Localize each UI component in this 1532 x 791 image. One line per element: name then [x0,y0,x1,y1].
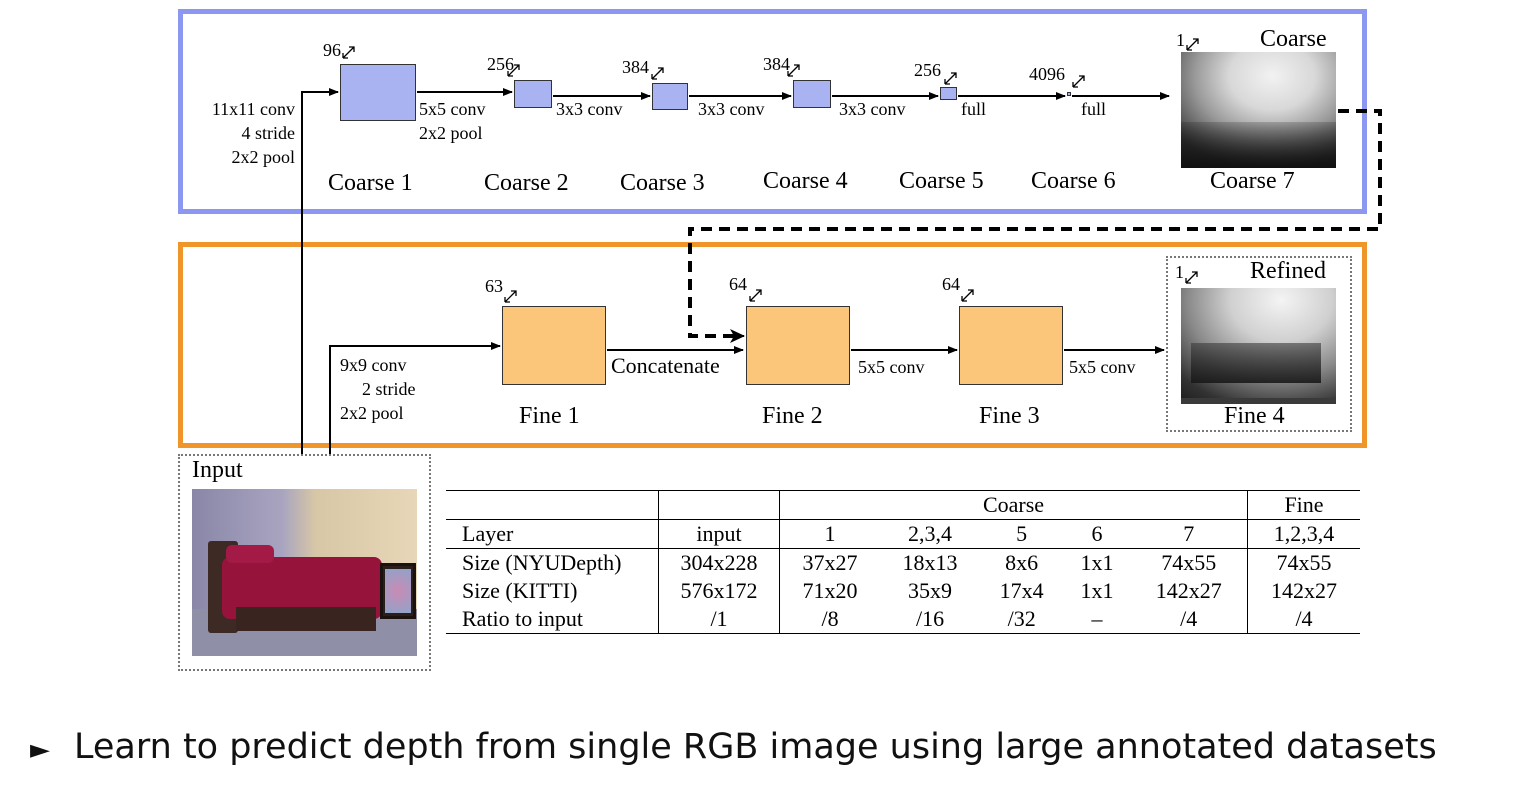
table-cell: /32 [979,605,1064,634]
fine-3-box [959,306,1063,385]
table-header-cell: 2,3,4 [880,519,980,549]
bullet-arrow-icon: ► [30,735,50,765]
fine-1-label: Fine 1 [519,403,580,429]
table-cell: 18x13 [880,548,980,577]
table-cell: 142x27 [1155,578,1222,603]
input-bedroom-image [192,489,417,656]
fine-3-label: Fine 3 [979,403,1040,429]
coarse-7-label: Coarse 7 [1210,168,1295,194]
table-group-coarse: Coarse [779,490,1248,520]
fine-2-box [746,306,850,385]
coarse-6-label: Coarse 6 [1031,168,1116,194]
fine-4-label: Fine 4 [1224,403,1285,429]
table-cell: Size (KITTI) [462,578,578,603]
table-cell: 74x55 [1247,548,1360,577]
coarse-title: Coarse [1260,26,1327,52]
table-cell: 1x1 [1080,578,1114,603]
table-cell: Size (NYUDepth) [446,548,659,577]
table-header-cell: input [658,519,780,549]
coarse-6-box [1067,92,1071,96]
table-cell: – [1063,605,1131,634]
coarse-1-label: Coarse 1 [328,170,413,196]
coarse-op-2-3: 3x3 conv [556,99,623,119]
table-row: Size (KITTI) 576x172 71x20 35x9 17x4 1x1… [446,577,1360,605]
coarse-op-4-5: 3x3 conv [839,99,906,119]
table-cell: /4 [1247,605,1360,634]
fine-3-depth: 64 [942,274,960,294]
table-header-cell: Layer [446,519,659,549]
fine-1-box [502,306,606,385]
fine-1-depth: 63 [485,276,503,296]
table-cell: 8x6 [979,548,1064,577]
coarse-3-label: Coarse 3 [620,170,705,196]
table-cell: /1 [658,605,780,634]
coarse-input-op: 11x11 conv 4 stride 2x2 pool [211,99,295,167]
coarse-7-depth: 1 [1176,30,1185,50]
table-header-cell: 5 [979,519,1064,549]
fine-4-frame [1166,256,1352,432]
table-cell: 1x1 [1063,548,1131,577]
refined-title: Refined [1250,258,1326,284]
table-header-row: Layer input 1 2,3,4 5 6 7 1,2,3,4 [446,519,1360,549]
coarse-3-depth: 384 [622,57,649,77]
coarse-2-label: Coarse 2 [484,170,569,196]
fine-input-op: 9x9 conv 2 stride 2x2 pool [340,355,416,423]
table-cell: 576x172 [658,577,780,605]
coarse-5-box [940,87,957,100]
table-cell: 304x228 [658,548,780,577]
coarse-1-depth: 96 [323,40,341,60]
coarse-1-box [340,64,416,121]
fine-op-3-4: 5x5 conv [1069,357,1136,377]
table-cell: Ratio to input [446,605,659,634]
table-group-fine: Fine [1247,490,1360,520]
table-cell: 35x9 [908,578,953,603]
table-cell: /8 [779,605,881,634]
coarse-4-label: Coarse 4 [763,168,848,194]
table-cell: 17x4 [999,578,1044,603]
table-cell: 37x27 [779,548,881,577]
coarse-7-depth-map [1181,52,1336,168]
coarse-op-5-6: full [961,99,986,119]
table-group-header-row: Coarse Fine [446,490,1360,520]
coarse-2-depth: 256 [487,54,514,74]
coarse-op-3-4: 3x3 conv [698,99,765,119]
table-cell: /16 [880,605,980,634]
coarse-5-label: Coarse 5 [899,168,984,194]
fine-network-frame [178,242,1367,448]
coarse-4-depth: 384 [763,54,790,74]
coarse-6-depth: 4096 [1029,64,1065,84]
input-frame [178,454,431,671]
input-label: Input [192,457,243,483]
coarse-4-box [793,80,831,108]
table-cell: /4 [1130,605,1248,634]
table-cell: 71x20 [779,577,881,605]
table-cell: 142x27 [1247,577,1360,605]
table-header-cell: 1 [779,519,881,549]
table-row: Ratio to input /1 /8 /16 /32 – /4 /4 [446,605,1360,634]
refined-depth-map [1181,288,1336,404]
table-header-cell: 1,2,3,4 [1247,519,1360,549]
table-header-cell: 6 [1063,519,1131,549]
fine-op-2-3: 5x5 conv [858,357,925,377]
coarse-op-6-7: full [1081,99,1106,119]
fine-4-depth: 1 [1175,262,1184,282]
coarse-2-box [514,80,552,108]
fine-2-label: Fine 2 [762,403,823,429]
bullet-text: Learn to predict depth from single RGB i… [74,727,1437,767]
coarse-5-depth: 256 [914,60,941,80]
table-row: Size (NYUDepth) 304x228 37x27 18x13 8x6 … [446,548,1360,577]
fine-op-1-2: Concatenate [611,353,720,378]
fine-2-depth: 64 [729,274,747,294]
coarse-op-1-2: 5x5 conv 2x2 pool [419,99,486,143]
coarse-3-box [652,83,688,110]
table-cell: 74x55 [1130,548,1248,577]
layer-size-table: Coarse Fine Layer input 1 2,3,4 5 6 7 1,… [446,490,1360,634]
table-header-cell: 7 [1130,519,1248,549]
